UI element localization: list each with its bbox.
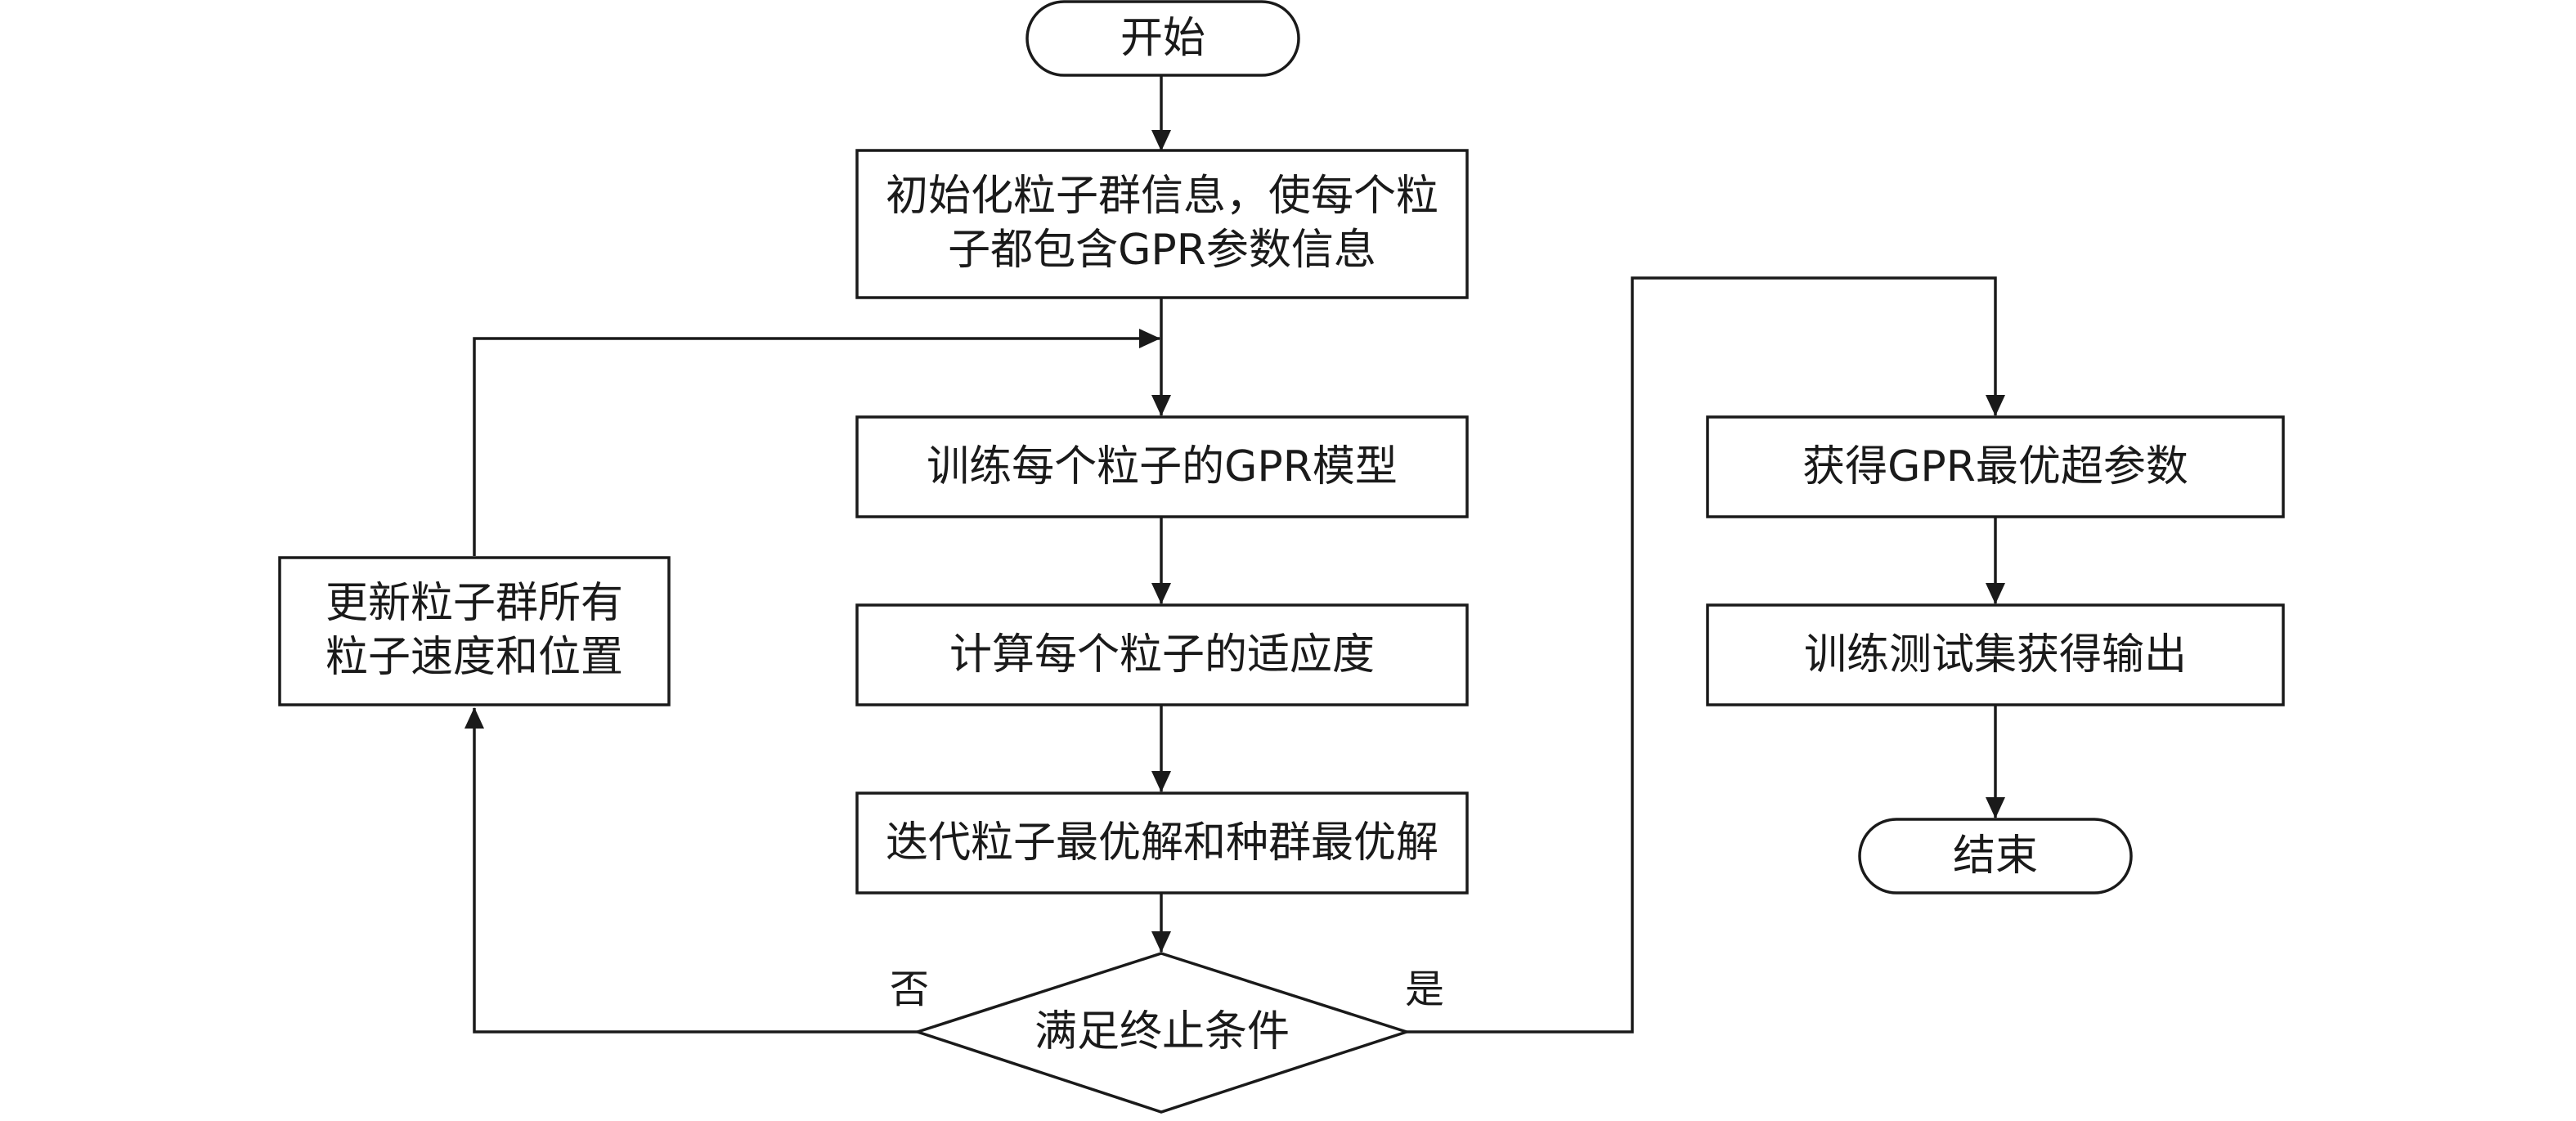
start-terminal: 开始 — [1025, 0, 1300, 77]
output-process-box: 训练测试集获得输出 — [1706, 603, 2285, 706]
yes-branch-label: 是 — [1405, 966, 1444, 1012]
update-process-box: 更新粒子群所有 粒子速度和位置 — [278, 556, 671, 706]
train-process-box: 训练每个粒子的GPR模型 — [855, 415, 1469, 518]
edge-condition-no-to-update — [464, 707, 918, 1034]
iterate-process-box: 迭代粒子最优解和种群最优解 — [855, 791, 1469, 895]
fitness-process-box: 计算每个粒子的适应度 — [855, 603, 1469, 706]
edge-update-loop-back — [473, 329, 1160, 556]
update-label-line1: 更新粒子群所有 — [325, 579, 623, 628]
condition-label: 满足终止条件 — [1034, 1007, 1290, 1056]
end-label: 结束 — [1953, 832, 2038, 881]
init-process-box: 初始化粒子群信息，使每个粒 子都包含GPR参数信息 — [855, 149, 1469, 299]
init-label-line1: 初始化粒子群信息，使每个粒 — [886, 172, 1438, 221]
output-label: 训练测试集获得输出 — [1804, 630, 2187, 679]
train-label: 训练每个粒子的GPR模型 — [927, 442, 1398, 491]
iterate-label: 迭代粒子最优解和种群最优解 — [886, 818, 1438, 868]
condition-decision: 满足终止条件 — [913, 952, 1411, 1114]
best-params-process-box: 获得GPR最优超参数 — [1706, 415, 2285, 518]
update-label-line2: 粒子速度和位置 — [325, 633, 623, 682]
best-params-label: 获得GPR最优超参数 — [1802, 442, 2188, 491]
init-label-line2: 子都包含GPR参数信息 — [948, 226, 1376, 275]
end-terminal: 结束 — [1858, 818, 2133, 895]
edge-condition-yes-to-best — [1407, 276, 2005, 1034]
start-label: 开始 — [1120, 14, 1205, 63]
fitness-label: 计算每个粒子的适应度 — [949, 630, 1375, 679]
no-branch-label: 否 — [890, 966, 929, 1012]
